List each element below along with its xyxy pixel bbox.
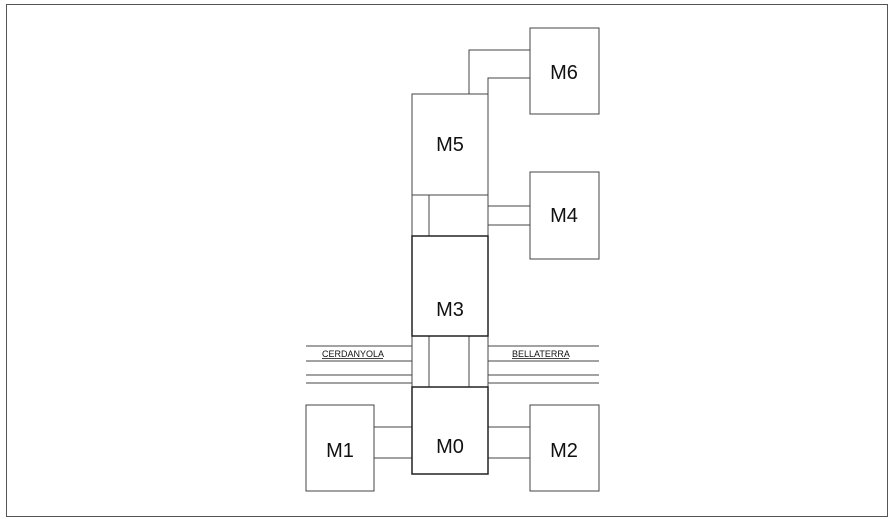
module-m3: M3 [411, 235, 489, 337]
road-lines [306, 345, 599, 384]
module-m5-label: M5 [436, 134, 464, 156]
module-m2: M2 [529, 404, 600, 492]
module-m3-label: M3 [436, 299, 464, 321]
road-label-cerdanyola: CERDANYOLA [322, 349, 384, 359]
module-m6-label: M6 [550, 62, 578, 84]
module-m2-label: M2 [550, 440, 578, 462]
connector-lines [374, 49, 530, 459]
road-label-bellaterra: BELLATERRA [512, 349, 570, 359]
module-m1: M1 [305, 404, 375, 492]
bridge-m3-m0 [411, 335, 489, 388]
module-m6: M6 [529, 27, 600, 115]
bridge-m5-m3 [411, 194, 489, 237]
module-m0-label: M0 [436, 436, 464, 458]
diagram-frame [6, 4, 888, 517]
module-m4: M4 [529, 171, 600, 260]
module-m5: M5 [411, 93, 489, 196]
module-m4-label: M4 [550, 205, 578, 227]
module-m0: M0 [411, 386, 489, 475]
module-m1-label: M1 [326, 440, 354, 462]
